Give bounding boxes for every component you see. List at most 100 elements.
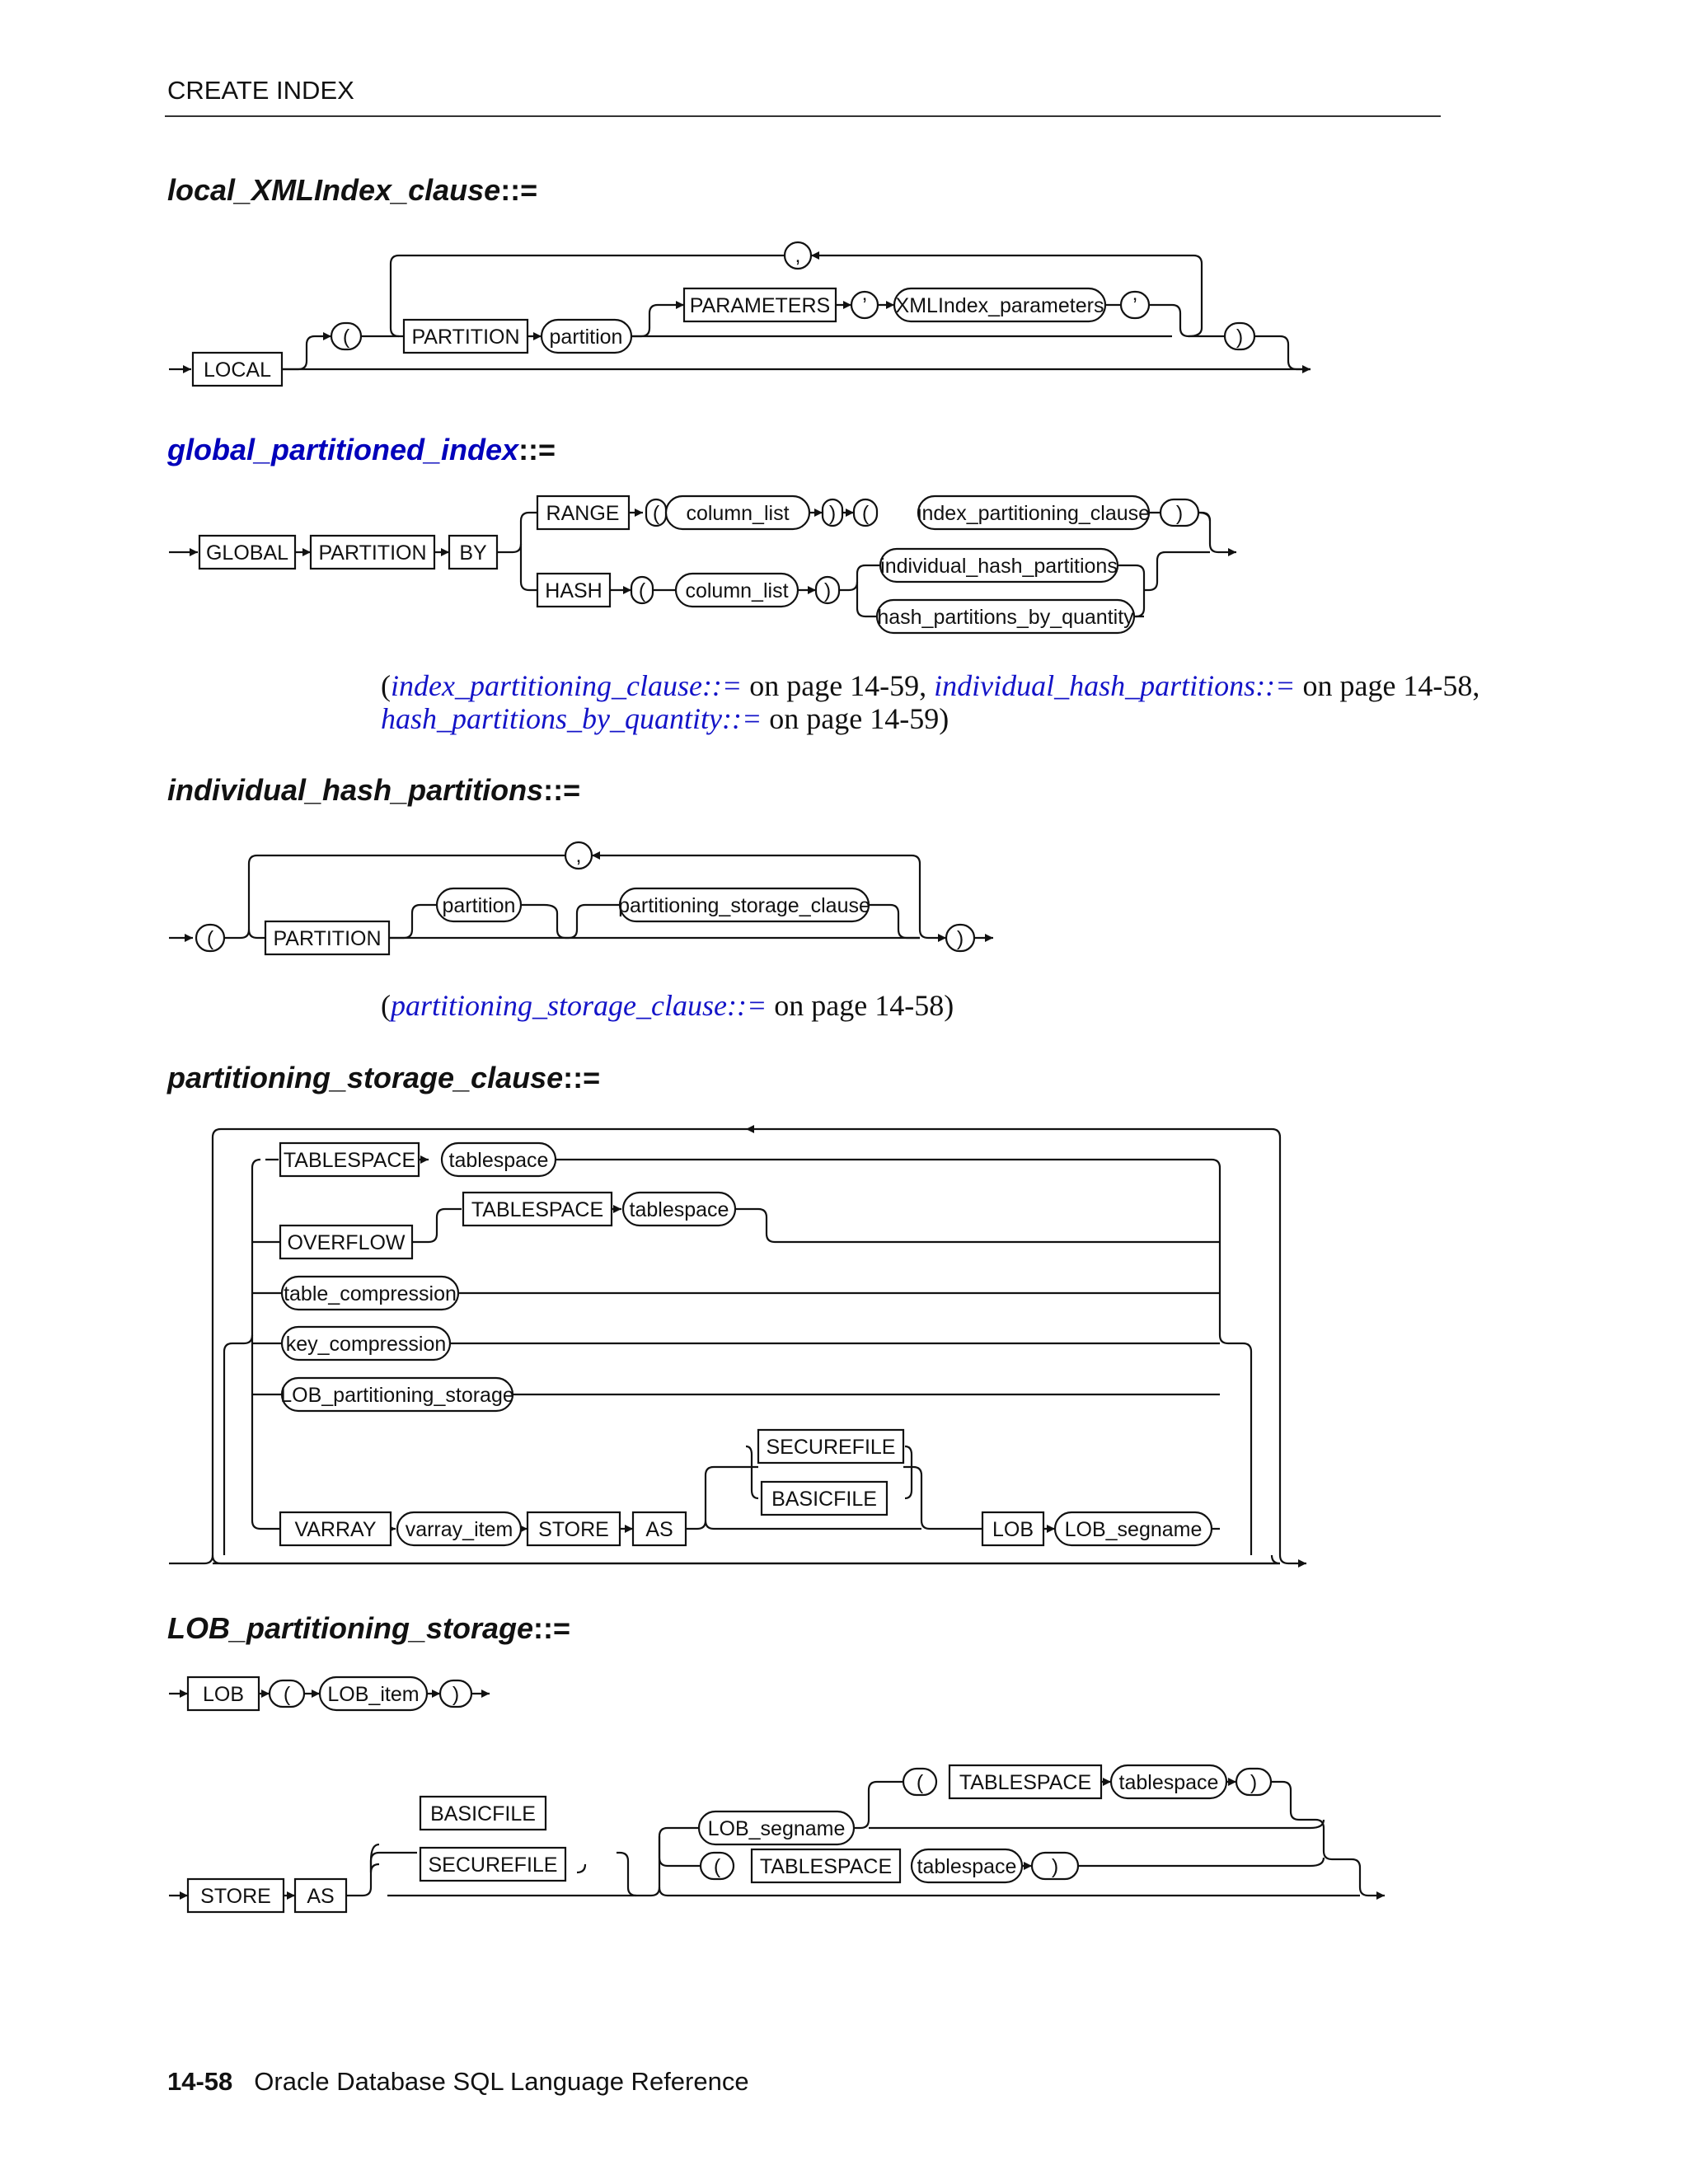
- kw-securefile: [757, 1428, 905, 1465]
- label-lparen: (: [639, 579, 646, 602]
- link-index-partitioning-clause[interactable]: index_partitioning_clause::=: [391, 669, 743, 702]
- label-rparen: ): [824, 579, 831, 602]
- term-tablespace: [1109, 1764, 1228, 1800]
- kw-tablespace: [750, 1848, 902, 1884]
- label-column-list: column_list: [686, 502, 789, 525]
- kw-tablespace: [462, 1191, 613, 1227]
- label-tablespace-name: tablespace: [1119, 1771, 1219, 1794]
- label-quote: ’: [862, 294, 867, 317]
- kw-local: [191, 351, 284, 387]
- sym-rparen: [1235, 1767, 1273, 1797]
- label-individual-hash-partitions: individual_hash_partitions: [880, 555, 1118, 578]
- heading-global-partitioned-index[interactable]: global_partitioned_index::=: [167, 433, 556, 467]
- sym-quote: [1119, 290, 1151, 320]
- heading-text[interactable]: global_partitioned_index: [167, 433, 519, 466]
- kw-parameters: [682, 287, 837, 323]
- label-securefile: SECUREFILE: [429, 1854, 558, 1877]
- term-individual-hash-partitions: [879, 547, 1119, 583]
- kw-tablespace: [279, 1141, 420, 1178]
- heading-operator: ::=: [543, 773, 581, 807]
- kw-basicfile: [419, 1795, 547, 1831]
- term-partition: [435, 887, 523, 923]
- label-varray-item: varray_item: [406, 1518, 513, 1541]
- heading-local-xmlindex-clause: local_XMLIndex_clause::=: [167, 173, 537, 208]
- link-individual-hash-partitions[interactable]: individual_hash_partitions::=: [934, 669, 1296, 702]
- label-tablespace: TABLESPACE: [471, 1198, 603, 1221]
- label-tablespace-name: tablespace: [449, 1149, 549, 1172]
- heading-operator: ::=: [518, 433, 556, 466]
- label-rparen: ): [1052, 1855, 1058, 1878]
- note-paren: (: [381, 669, 391, 702]
- sym-rparen: [1223, 321, 1256, 351]
- label-as: AS: [307, 1885, 334, 1908]
- term-tablespace: [910, 1848, 1024, 1884]
- sym-rparen: [821, 498, 844, 527]
- page-number: 14-58: [167, 2067, 233, 2096]
- label-index-partitioning-clause: index_partitioning_clause: [917, 502, 1150, 525]
- label-quote: ’: [1132, 294, 1137, 317]
- label-securefile: SECUREFILE: [767, 1436, 896, 1459]
- note-text: on page 14-59): [762, 702, 950, 735]
- kw-varray: [279, 1511, 392, 1547]
- sym-lparen: [195, 923, 226, 953]
- label-lparen: (: [653, 502, 660, 525]
- label-rparen: ): [1250, 1771, 1257, 1794]
- label-xmlindex-parameters: XMLIndex_parameters: [896, 294, 1104, 317]
- sym-rparen: [945, 923, 976, 953]
- note-text: on page 14-58): [767, 989, 954, 1022]
- heading-operator: ::=: [533, 1611, 571, 1645]
- kw-tablespace: [948, 1764, 1103, 1800]
- sym-lparen: [330, 321, 363, 351]
- label-hash: HASH: [545, 579, 602, 602]
- label-table-compression: table_compression: [284, 1282, 457, 1305]
- label-rparen: ): [829, 502, 836, 525]
- link-hash-partitions-by-quantity[interactable]: hash_partitions_by_quantity::=: [381, 702, 762, 735]
- label-comma: ,: [576, 844, 582, 867]
- heading-text: LOB_partitioning_storage: [167, 1611, 534, 1645]
- kw-as: [631, 1511, 687, 1547]
- sym-lparen: [852, 498, 879, 527]
- label-lob-segname: LOB_segname: [708, 1817, 846, 1840]
- kw-store: [526, 1511, 621, 1547]
- label-lob: LOB: [992, 1518, 1034, 1541]
- label-overflow: OVERFLOW: [287, 1231, 405, 1254]
- sym-comma: [783, 241, 813, 270]
- term-key-compression: [280, 1325, 452, 1361]
- label-tablespace: TABLESPACE: [959, 1771, 1091, 1794]
- label-lparen: (: [862, 502, 870, 525]
- term-lob-segname: [1053, 1511, 1213, 1547]
- label-lob-segname: LOB_segname: [1065, 1518, 1203, 1541]
- label-tablespace: TABLESPACE: [284, 1149, 415, 1172]
- sym-rparen: [1159, 498, 1200, 527]
- kw-basicfile: [760, 1480, 889, 1516]
- label-rparen: ): [1236, 326, 1243, 349]
- term-lob-partitioning-storage: [280, 1376, 514, 1413]
- kw-by: [448, 534, 499, 570]
- link-partitioning-storage-clause[interactable]: partitioning_storage_clause::=: [391, 989, 767, 1022]
- label-lob-partitioning-storage: LOB_partitioning_storage: [280, 1384, 514, 1407]
- label-lparen: (: [714, 1855, 721, 1878]
- kw-overflow: [279, 1224, 414, 1260]
- label-rparen: ): [957, 927, 964, 950]
- reference-note-individual-hash: (partitioning_storage_clause::= on page …: [381, 989, 954, 1022]
- heading-text: individual_hash_partitions: [167, 773, 544, 807]
- label-parameters: PARAMETERS: [690, 294, 830, 317]
- label-as: AS: [645, 1518, 673, 1541]
- label-tablespace: TABLESPACE: [760, 1855, 892, 1878]
- label-partitioning-storage-clause: partitioning_storage_clause: [618, 894, 870, 917]
- sym-rparen: [814, 575, 841, 605]
- term-tablespace: [621, 1191, 737, 1227]
- label-tablespace-name: tablespace: [917, 1855, 1017, 1878]
- kw-partition: [402, 318, 529, 354]
- note-text: on page 14-58,: [1295, 669, 1480, 702]
- kw-securefile: [419, 1846, 567, 1882]
- term-varray-item: [396, 1511, 523, 1547]
- label-partition-kw: PARTITION: [273, 927, 381, 950]
- rail-arrows: [180, 251, 1385, 1900]
- heading-text: partitioning_storage_clause: [167, 1061, 564, 1094]
- term-tablespace: [440, 1141, 557, 1178]
- label-basicfile: BASICFILE: [771, 1488, 877, 1511]
- kw-hash: [536, 572, 612, 608]
